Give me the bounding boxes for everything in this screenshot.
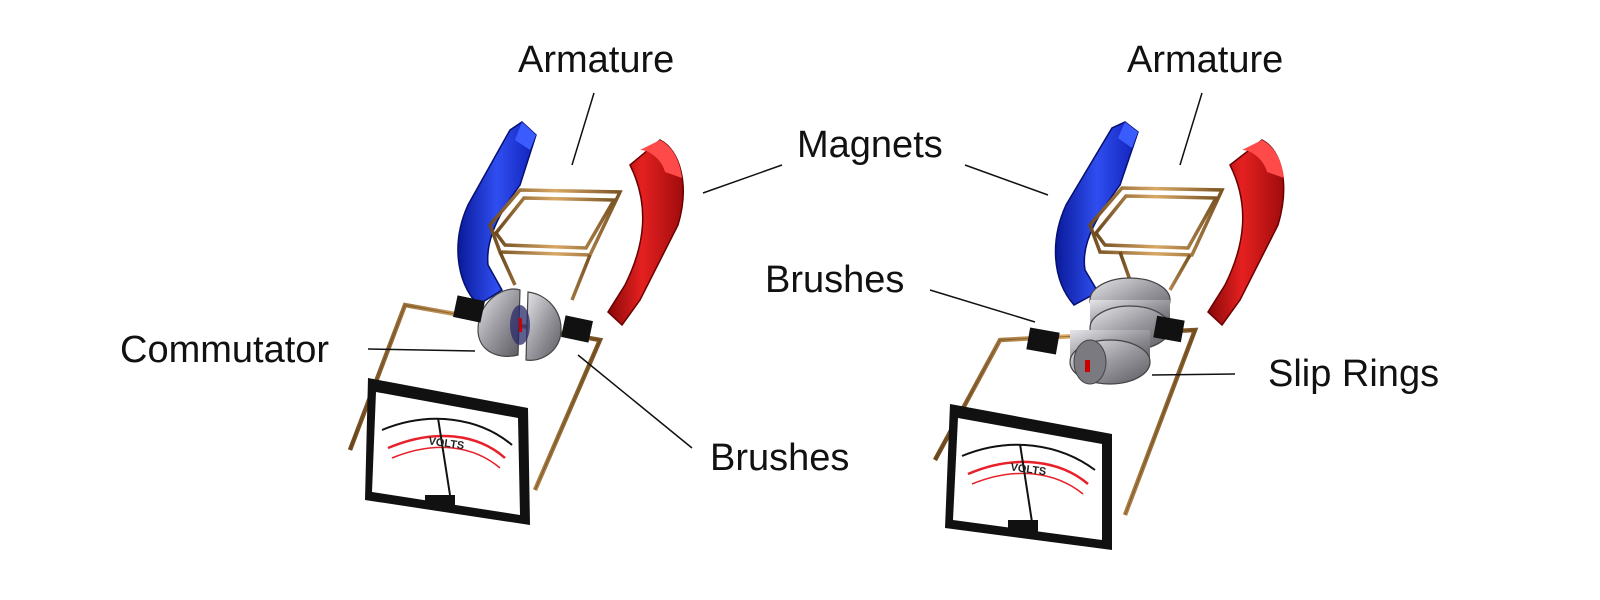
dc-meter-volts-label: VOLTS — [428, 435, 465, 452]
magnets-label: Magnets — [797, 124, 943, 166]
dc-voltmeter: VOLTS — [365, 378, 530, 525]
ac-armature-label: Armature — [1127, 39, 1283, 81]
ac-brush-left — [1026, 327, 1060, 355]
dc-brush-right — [561, 315, 593, 343]
dc-leader-lines — [367, 92, 783, 449]
dc-armature-coil — [488, 188, 623, 301]
ac-brushes-label: Brushes — [765, 259, 904, 301]
ac-generator: VOLTS Armature Brushes Slip Rings — [765, 39, 1439, 550]
dc-commutator-label: Commutator — [120, 329, 329, 371]
ac-meter-volts-label: VOLTS — [1010, 461, 1047, 478]
dc-brushes-label: Brushes — [710, 437, 849, 479]
dc-blue-magnet — [457, 121, 537, 306]
ac-brush-right — [1153, 315, 1185, 343]
dc-commutator — [477, 288, 562, 361]
ac-voltmeter: VOLTS — [945, 404, 1112, 550]
ac-armature-coil — [1087, 186, 1225, 291]
dc-brush-left — [453, 295, 485, 323]
dc-armature-label: Armature — [518, 39, 674, 81]
ac-slip-rings-label: Slip Rings — [1268, 353, 1439, 395]
ac-leader-lines — [929, 92, 1236, 376]
dc-generator: VOLTS Armature Magnets Commutator Brushe… — [120, 39, 943, 525]
